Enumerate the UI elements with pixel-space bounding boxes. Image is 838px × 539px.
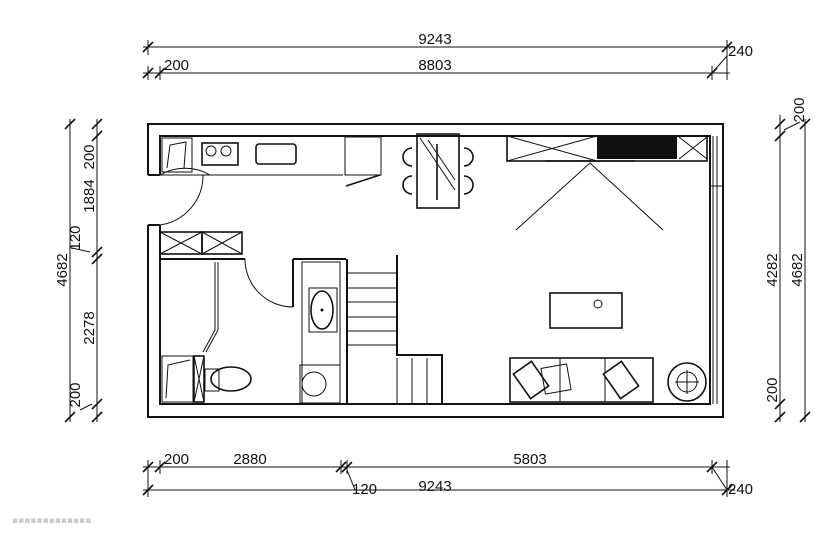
kitchen-counter: [160, 136, 382, 187]
stove: [201, 142, 239, 166]
fridge: [161, 137, 193, 173]
dim-bottom-bath: 2880: [233, 451, 266, 468]
dim-bottom-partition: 120: [352, 481, 377, 498]
watermark: ▪▪▪▪▪▪▪▪▪▪▪▪▪: [12, 516, 91, 526]
dim-left-bottom-wall: 200: [67, 382, 84, 407]
dim-right-inner: 4282: [764, 253, 781, 286]
dim-right-top-wall: 200: [791, 97, 808, 122]
dim-bottom-right-wall: 240: [728, 481, 753, 498]
bottom-dimensions: 200 2880 5803 120 9243 240: [142, 451, 753, 498]
dim-left-total: 4682: [54, 253, 71, 286]
dishwasher: [344, 136, 382, 176]
living-room: [506, 135, 708, 403]
walls: [147, 123, 724, 418]
dim-bottom-total: 9243: [418, 478, 451, 495]
storage-and-stairs: [159, 231, 443, 405]
dim-left-partition: 120: [67, 225, 84, 250]
dim-top-right-wall: 240: [728, 43, 753, 60]
dim-left-bath: 2278: [81, 311, 98, 344]
dim-left-kitchen: 1884: [81, 179, 98, 212]
dim-top-inner: 8803: [418, 57, 451, 74]
dim-top-total: 9243: [418, 31, 451, 48]
dim-left-top-wall: 200: [81, 144, 98, 169]
sofa: [509, 357, 654, 403]
side-table: [667, 362, 707, 402]
left-dimensions: 4682 200 1884 120 2278 200: [54, 118, 103, 423]
dim-right-total: 4682: [789, 253, 806, 286]
dining-table: [402, 133, 474, 209]
dim-bottom-left-wall: 200: [164, 451, 189, 468]
dim-top-left-wall: 200: [164, 57, 189, 74]
dim-bottom-living: 5803: [513, 451, 546, 468]
sink: [255, 143, 297, 165]
top-dimensions: 9243 240 200 8803: [142, 31, 753, 80]
coffee-table: [549, 292, 623, 329]
right-dimensions: 200 4282 4682 200: [764, 97, 811, 423]
dim-right-bottom-wall: 200: [764, 377, 781, 402]
